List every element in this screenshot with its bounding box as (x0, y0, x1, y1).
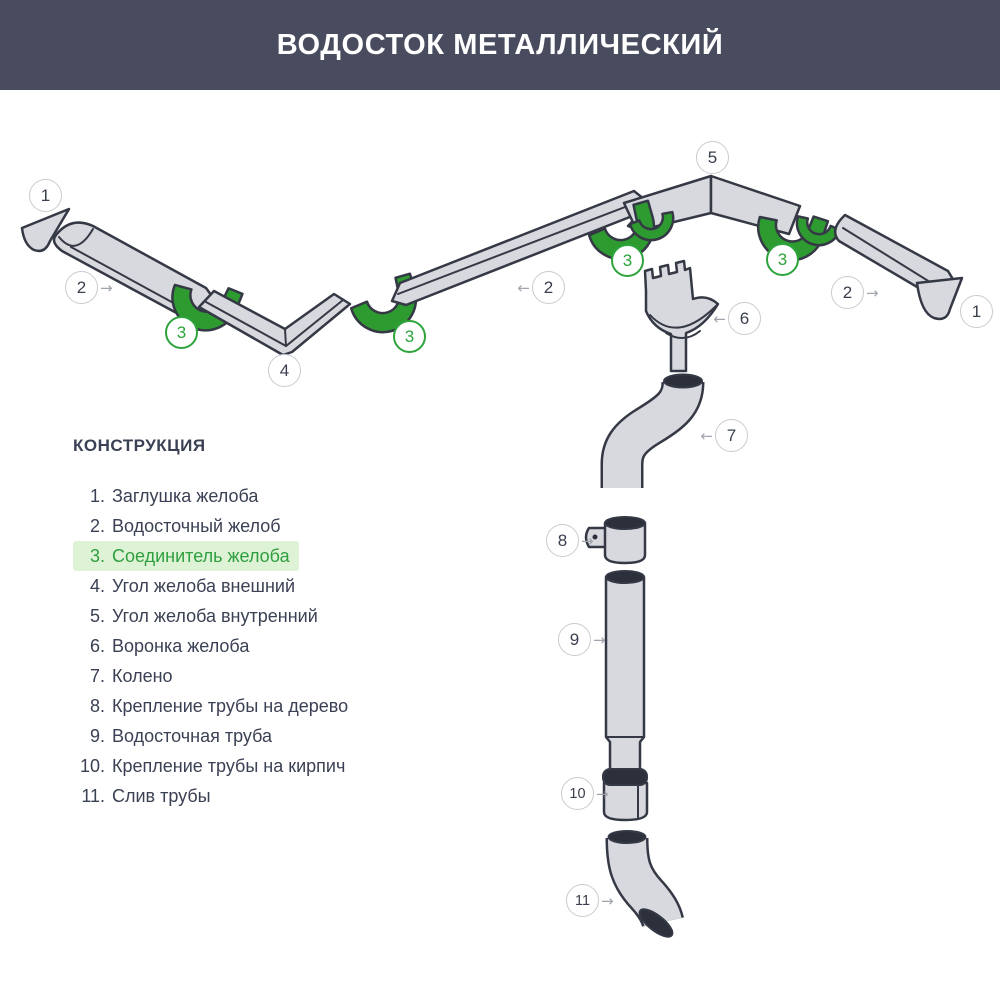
legend-item-number: 10. (79, 756, 105, 776)
title-bar: ВОДОСТОК МЕТАЛЛИЧЕСКИЙ (0, 0, 1000, 90)
legend: КОНСТРУКЦИЯ 1. Заглушка желоба 2. Водосточн… (73, 436, 357, 811)
gutter-diagram-svg (20, 174, 964, 938)
callout-8: 8→ (546, 524, 594, 557)
callout-number: 1 (40, 185, 51, 205)
callout-3: 3 (165, 316, 198, 349)
callout-6: 6← (713, 302, 761, 335)
callout-arrow-icon: → (866, 283, 879, 302)
callout-9: 9→ (558, 623, 606, 656)
callout-number: 2 (543, 277, 554, 297)
legend-item-1: 1. Заглушка желоба (73, 481, 267, 511)
part-1-gutter-end-cap-left-art (20, 207, 71, 253)
part-9-downpipe-art (604, 570, 646, 776)
legend-item-11: 11. Слив трубы (73, 781, 220, 811)
part-4-outer-corner-art (197, 289, 352, 357)
legend-item-3: 3. Соединитель желоба (73, 541, 299, 571)
part-6-gutter-funnel-art (643, 259, 720, 373)
legend-item-number: 2. (89, 516, 105, 536)
callout-number: 4 (279, 360, 290, 380)
legend-item-label: Угол желоба внутренний (112, 606, 318, 626)
callout-number: 3 (622, 250, 633, 270)
legend-item-number: 6. (89, 636, 105, 656)
callout-11: 11 → (566, 884, 614, 917)
legend-item-6: 6. Воронка желоба (73, 631, 258, 661)
callout-arrow-icon: → (581, 531, 594, 550)
part-10-pipe-bracket-brick-art (602, 768, 649, 822)
callout-5: 5 (696, 141, 729, 174)
legend-item-number: 8. (89, 696, 105, 716)
callout-10: 10 → (561, 777, 609, 810)
callout-arrow-icon: ← (713, 309, 726, 328)
legend-item-number: 5. (89, 606, 105, 626)
callout-2: 2→ (831, 276, 879, 309)
page-title: ВОДОСТОК МЕТАЛЛИЧЕСКИЙ (276, 28, 724, 61)
callout-number: 8 (557, 530, 568, 550)
callout-3: 3 (611, 244, 644, 277)
callout-number: 2 (842, 282, 853, 302)
callout-arrow-icon: → (593, 630, 606, 649)
callout-number: 1 (971, 301, 982, 321)
callout-arrow-icon: → (601, 891, 614, 910)
legend-item-2: 2. Водосточный желоб (73, 511, 290, 541)
legend-item-number: 7. (89, 666, 105, 686)
legend-item-label: Водосточная труба (112, 726, 273, 746)
callout-1: 1 (960, 295, 993, 328)
callout-2: 2← (517, 271, 565, 304)
callout-3: 3 (766, 243, 799, 276)
legend-item-label: Слив трубы (112, 786, 211, 806)
callout-number: 5 (707, 147, 718, 167)
callout-number: 3 (404, 326, 415, 346)
legend-item-number: 3. (89, 546, 105, 566)
part-1-gutter-end-cap-right-art (915, 276, 964, 321)
legend-item-4: 4. Угол желоба внешний (73, 571, 304, 601)
callout-number: 2 (76, 277, 87, 297)
legend-item-label: Угол желоба внешний (112, 576, 295, 596)
callout-number: 10 (569, 785, 586, 802)
callout-number: 6 (739, 308, 750, 328)
legend-item-5: 5. Угол желоба внутренний (73, 601, 327, 631)
callout-1: 1 (29, 179, 62, 212)
callout-arrow-icon: → (100, 278, 113, 297)
callout-number: 11 (574, 892, 591, 909)
legend-item-7: 7. Колено (73, 661, 182, 691)
legend-item-number: 4. (89, 576, 105, 596)
callout-arrow-icon: → (596, 784, 609, 803)
legend-item-label: Воронка желоба (112, 636, 250, 656)
callout-number: 3 (777, 249, 788, 269)
legend-item-label: Крепление трубы на дерево (112, 696, 349, 716)
callout-number: 9 (569, 629, 580, 649)
legend-heading: КОНСТРУКЦИЯ (73, 436, 206, 455)
callout-7: 7← (700, 419, 748, 452)
legend-item-label: Соединитель желоба (112, 546, 290, 566)
part-11-outlet-art (605, 830, 684, 938)
legend-item-label: Заглушка желоба (112, 486, 259, 506)
legend-item-8: 8. Крепление трубы на дерево (73, 691, 357, 721)
part-7-elbow-art (600, 373, 705, 488)
legend-item-label: Крепление трубы на кирпич (112, 756, 346, 776)
callout-arrow-icon: ← (700, 426, 713, 445)
legend-item-9: 9. Водосточная труба (73, 721, 281, 751)
callout-number: 7 (726, 425, 737, 445)
legend-item-number: 9. (89, 726, 105, 746)
callout-number: 3 (176, 322, 187, 342)
legend-item-label: Водосточный желоб (112, 516, 281, 536)
callout-3: 3 (393, 320, 426, 353)
part-8-pipe-bracket-wood-art (584, 516, 647, 565)
legend-item-label: Колено (112, 666, 173, 686)
callout-4: 4 (268, 354, 301, 387)
legend-item-number: 1. (89, 486, 105, 506)
legend-item-number: 11. (81, 786, 105, 806)
legend-item-10: 10. Крепление трубы на кирпич (73, 751, 354, 781)
callout-arrow-icon: ← (517, 278, 530, 297)
legend-list: 1. Заглушка желоба 2. Водосточный желоб 3. Со… (73, 481, 357, 811)
callout-2: 2→ (65, 271, 113, 304)
